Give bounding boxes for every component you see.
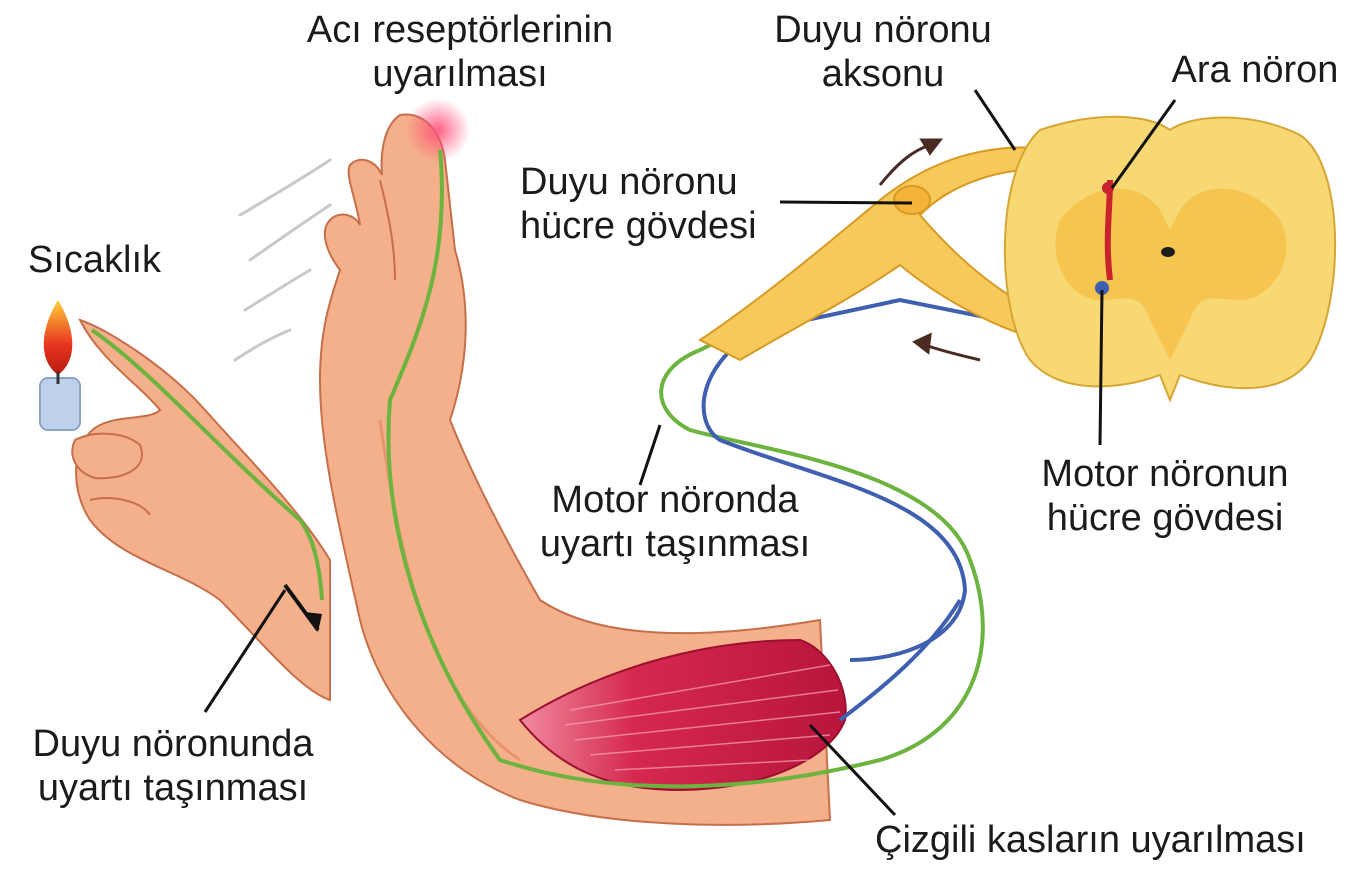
label-motor-transmission: Motor nöronda uyartı taşınması [520,478,830,566]
label-sensory-axon: Duyu nöronu aksonu [748,8,1018,96]
label-motor-cell-body: Motor nöronun hücre gövdesi [1005,452,1325,540]
spinal-cord [1005,117,1335,400]
left-hand [72,320,330,700]
motion-lines [235,160,330,360]
candle-icon [40,300,80,430]
label-interneuron: Ara nöron [1160,48,1350,92]
label-sensory-transmission: Duyu nöronunda uyartı taşınması [8,722,338,810]
label-heat: Sıcaklık [28,238,161,282]
label-sensory-cell-body: Duyu nöronu hücre gövdesi [520,160,757,248]
label-pain-receptors: Acı reseptörlerinin uyarılması [265,8,655,96]
label-muscle-stimulation: Çizgili kasların uyarılması [875,818,1306,862]
